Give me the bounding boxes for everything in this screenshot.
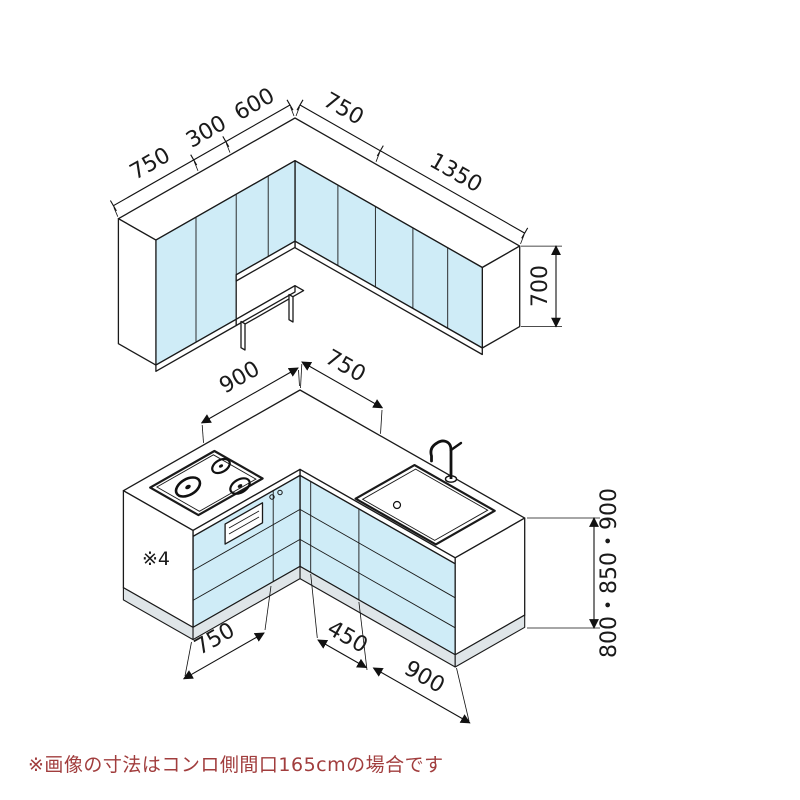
dim-base-mid-450: 450 bbox=[323, 616, 372, 659]
base-drawer-seams bbox=[192, 481, 456, 629]
dim-upper-right-1350: 1350 bbox=[425, 149, 486, 198]
faucet-icon bbox=[429, 439, 463, 483]
burner-right bbox=[229, 477, 251, 495]
upper-left-end-panel bbox=[117, 218, 157, 366]
grill-panel bbox=[224, 489, 283, 545]
footer-note: ※画像の寸法はコンロ側間口165cmの場合です bbox=[28, 754, 444, 776]
upper-wall-cabinets bbox=[117, 117, 521, 372]
corner-shelf-front bbox=[235, 285, 296, 327]
toe-kick-right-end bbox=[454, 614, 526, 668]
dim-upper-left-300: 300 bbox=[182, 111, 231, 154]
burner-back bbox=[211, 457, 231, 475]
dim-upper-left-600: 600 bbox=[230, 83, 279, 126]
knob bbox=[277, 489, 283, 496]
panel-note: ※4 bbox=[142, 548, 170, 570]
drain bbox=[392, 500, 402, 510]
dim-base-right-900: 900 bbox=[400, 656, 449, 699]
base-cabinets bbox=[122, 389, 526, 668]
knob bbox=[269, 494, 275, 500]
sink bbox=[354, 464, 496, 546]
dim-counter-right-750: 750 bbox=[321, 345, 370, 388]
dim-base-heights: 800・850・900 bbox=[597, 488, 622, 658]
dimension-lines bbox=[109, 99, 600, 724]
upper-left-bottom-strip bbox=[235, 240, 296, 282]
upper-door-seams bbox=[195, 176, 449, 343]
cooktop bbox=[149, 449, 264, 517]
corner-shelf-leg-left bbox=[240, 320, 246, 351]
dim-upper-right-750: 750 bbox=[319, 88, 368, 131]
corner-shelf-leg-right bbox=[288, 293, 294, 323]
dim-counter-left-900: 900 bbox=[215, 357, 264, 400]
dim-upper-height-700: 700 bbox=[528, 265, 553, 307]
burner-left bbox=[174, 476, 202, 498]
dim-upper-left-750: 750 bbox=[126, 143, 175, 186]
